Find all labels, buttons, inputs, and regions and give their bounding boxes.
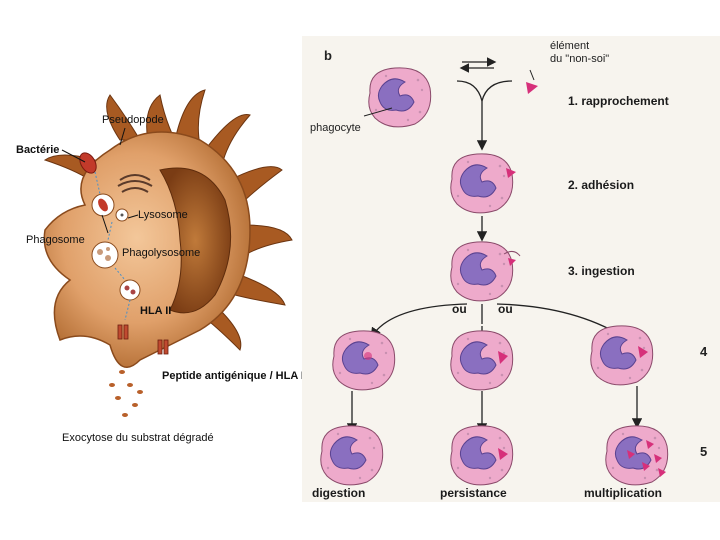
outcome-digestion: digestion <box>312 486 366 500</box>
label-bacterie: Bactérie <box>16 144 60 156</box>
phagocyte-cell-3 <box>450 241 514 302</box>
label-peptide: Peptide antigénique / HLA II <box>162 370 308 382</box>
label-number-4: 4 <box>700 344 708 359</box>
label-element-line2: du "non-soi" <box>550 53 610 65</box>
down-arrows <box>346 386 643 434</box>
phagocyte-cell-4a <box>332 330 396 391</box>
label-phagolysosome: Phagolysosome <box>122 247 201 259</box>
phagocytosis-steps-diagram: b élément du "non-soi" phagocyte 1. rapp… <box>302 36 720 502</box>
label-element-line1: élément <box>550 40 590 52</box>
phagocytosis-illustration <box>320 57 669 486</box>
exocytosed-debris <box>109 370 143 417</box>
bacterium-outside <box>79 152 97 174</box>
label-or-right: ou <box>498 302 513 316</box>
label-hla: HLA II <box>140 305 172 317</box>
phagocyte-cell-2 <box>450 153 514 214</box>
outcome-multiplication: multiplication <box>584 486 662 500</box>
phagocyte-cell-5c <box>605 425 669 486</box>
reversible-arrows <box>459 57 497 73</box>
nucleus <box>159 167 232 314</box>
step-label-1: 1. rapprochement <box>568 94 669 108</box>
panel-letter: b <box>324 48 332 63</box>
label-exocytose: Exocytose du substrat dégradé <box>62 432 214 444</box>
label-phagosome: Phagosome <box>26 234 85 246</box>
peptide-hla-complexes <box>117 324 169 355</box>
phagolysosome-vesicle <box>91 241 119 269</box>
label-or-left: ou <box>452 302 467 316</box>
foreign-element <box>526 82 538 94</box>
label-number-5: 5 <box>700 444 708 459</box>
label-lysosome: Lysosome <box>138 209 188 221</box>
phagocyte-cell-1 <box>368 67 432 128</box>
pathway-arrows <box>94 171 131 321</box>
macrophage-illustration <box>43 89 293 417</box>
hla-vesicle <box>119 279 141 301</box>
multiplied-elements <box>627 440 666 477</box>
golgi-apparatus <box>117 174 153 193</box>
macrophage-diagram: Pseudopode Bactérie Lysosome Phagosome P… <box>0 0 307 540</box>
merge-arrows <box>456 80 513 151</box>
step-label-3: 3. ingestion <box>568 264 635 278</box>
outcome-persistance: persistance <box>440 486 507 500</box>
leader-lines <box>61 127 139 234</box>
step-label-2: 2. adhésion <box>568 178 635 192</box>
label-phagocyte: phagocyte <box>310 122 361 134</box>
phagocyte-cell-5a <box>320 425 384 486</box>
label-pseudopode: Pseudopode <box>102 114 164 126</box>
